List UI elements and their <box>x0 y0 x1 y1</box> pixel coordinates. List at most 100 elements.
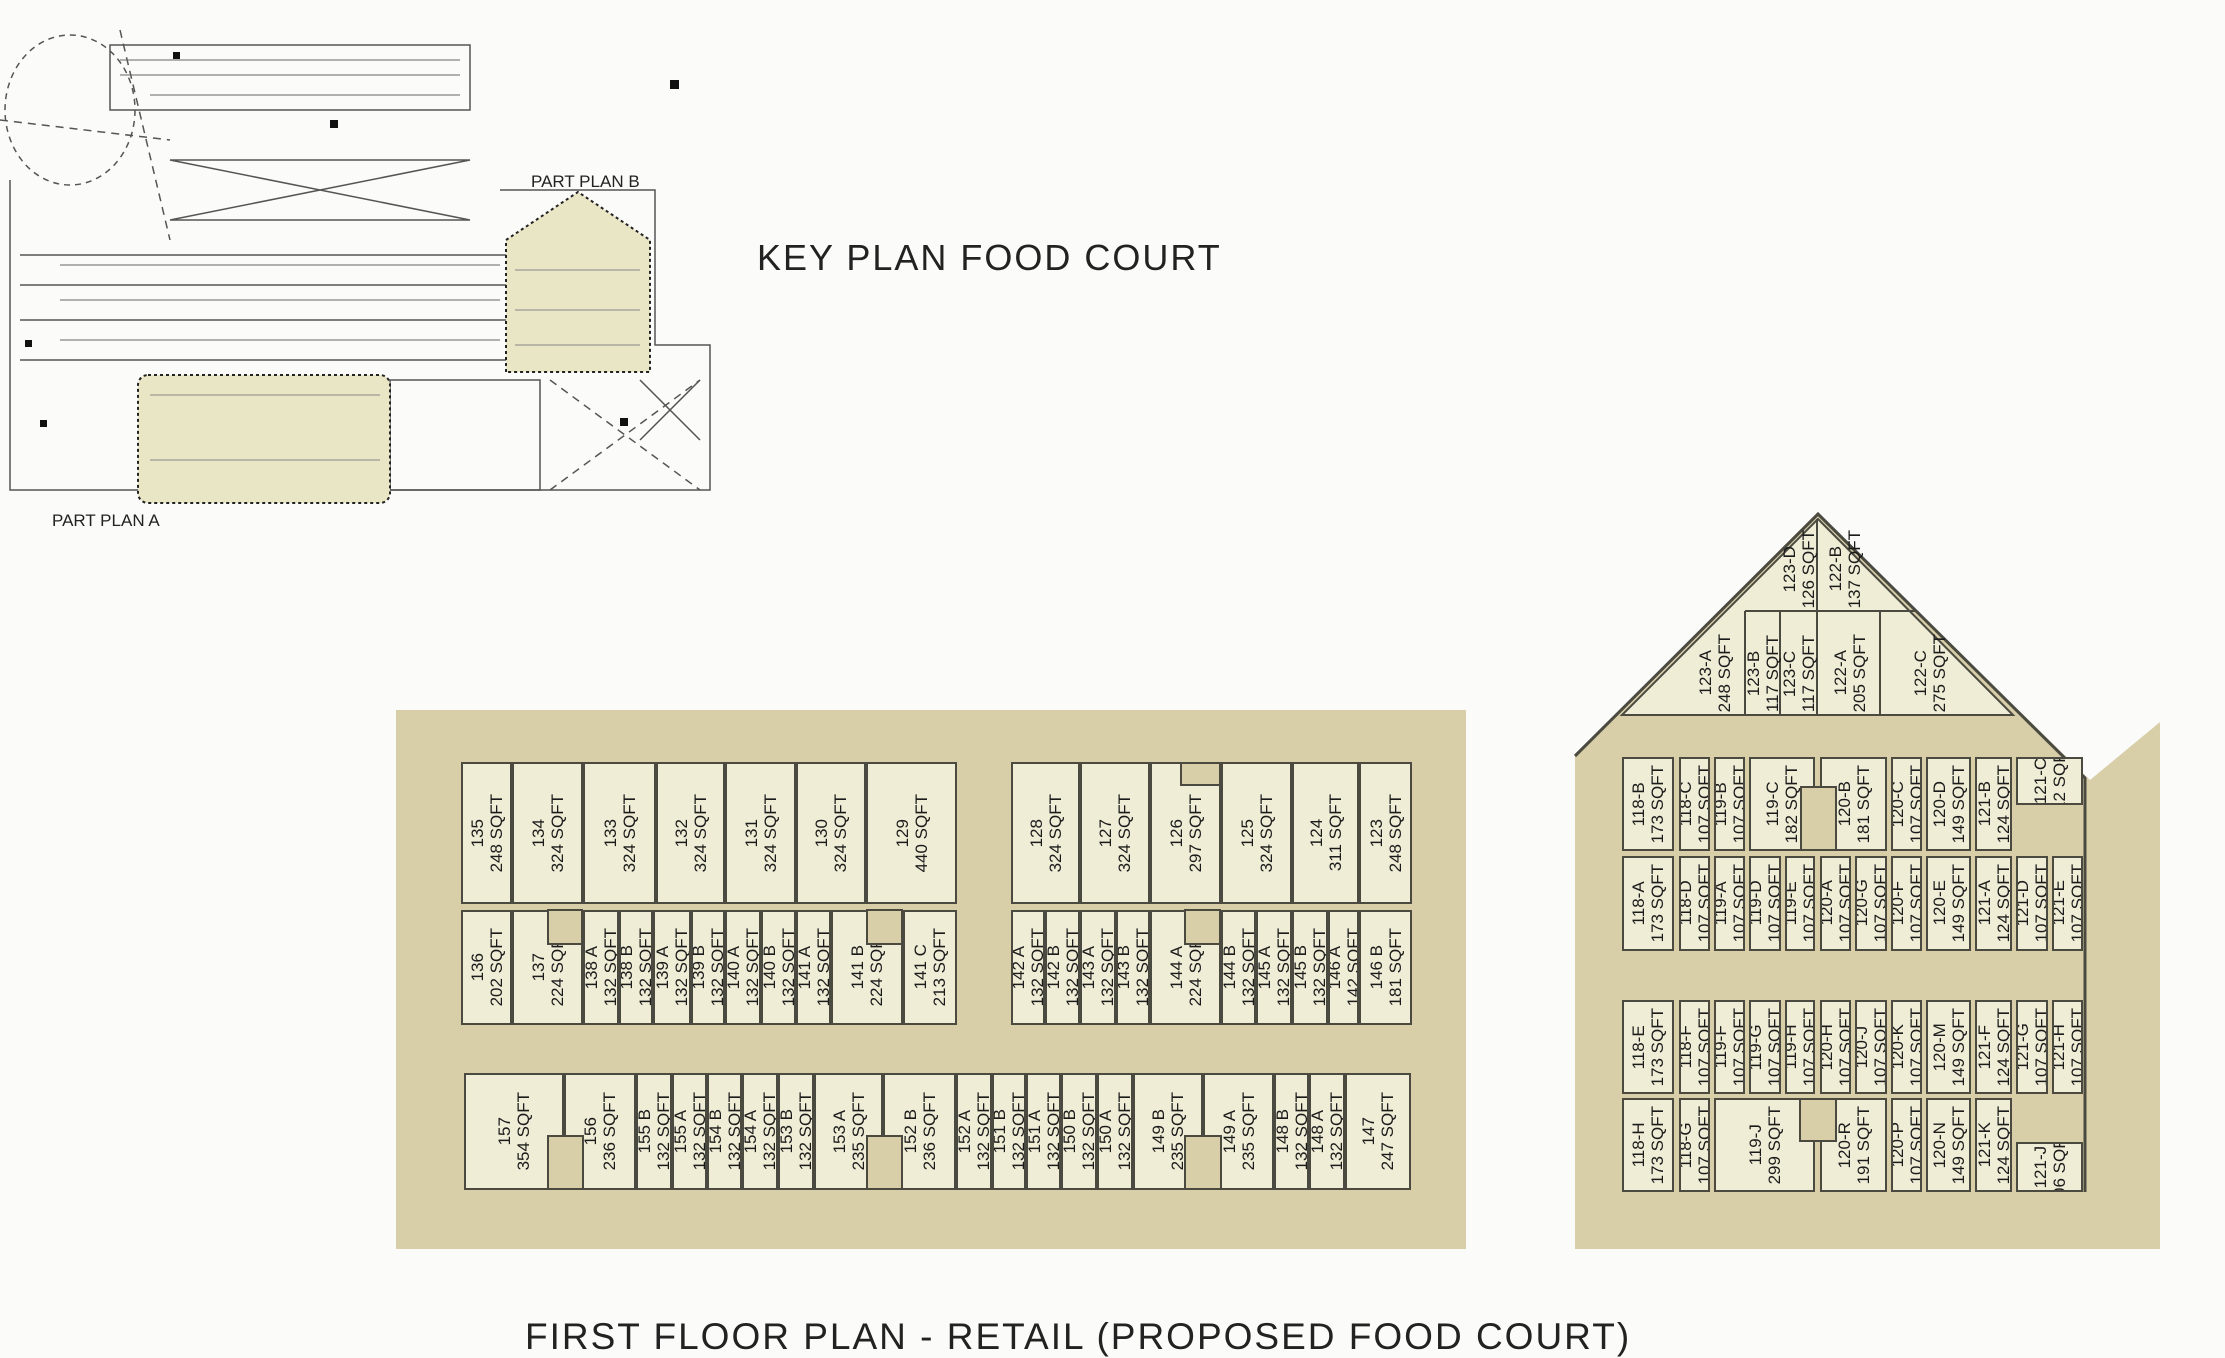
unit-area: 107 SQFT <box>1729 1007 1745 1087</box>
unit-number: 120-H <box>1820 1023 1836 1071</box>
column-notch <box>1799 1098 1837 1142</box>
unit-area: 137 SQFT <box>1845 529 1864 608</box>
unit-number: 120-J <box>1855 1025 1871 1069</box>
part-plan-b-highlight <box>505 190 651 373</box>
unit-area: 107 SQFT <box>1800 864 1815 943</box>
unit-number: 123-C <box>1780 650 1799 697</box>
unit-area: 107 SQFT <box>1694 864 1710 943</box>
unit-area: 124 SQFT <box>1993 1007 2012 1087</box>
